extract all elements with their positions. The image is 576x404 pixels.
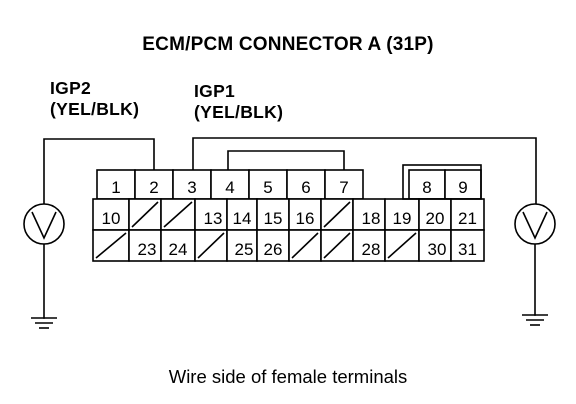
terminal-number: 7 xyxy=(339,178,348,197)
left-voltmeter-v-glyph xyxy=(31,211,57,240)
terminal-number: 8 xyxy=(422,178,431,197)
terminal-cavity xyxy=(248,169,288,200)
unused-terminal-slash xyxy=(323,232,351,259)
unused-terminal-slash xyxy=(291,232,319,259)
right-voltmeter-v-glyph xyxy=(522,211,548,240)
terminal-cavity xyxy=(172,169,212,200)
page-title: ECM/PCM CONNECTOR A (31P) xyxy=(142,34,434,55)
terminal-number: 26 xyxy=(264,240,283,259)
terminal-cavity xyxy=(286,169,326,200)
terminal-number: 18 xyxy=(362,209,381,228)
terminal-cavity xyxy=(288,198,322,231)
connector-housing-step xyxy=(402,164,482,200)
unused-terminal-slash xyxy=(131,201,159,228)
terminal-number: 21 xyxy=(458,209,477,228)
unused-terminal-slash xyxy=(323,201,351,228)
terminal-cavity xyxy=(134,169,174,200)
terminal-number: 24 xyxy=(169,240,188,259)
jumper-wire xyxy=(227,150,345,170)
terminal-number: 5 xyxy=(263,178,272,197)
igp1-label: IGP1 (YEL/BLK) xyxy=(194,81,283,123)
right-voltmeter xyxy=(514,203,556,245)
igp2-signal-name: IGP2 xyxy=(50,78,92,98)
wiring xyxy=(43,137,537,319)
terminal-number: 14 xyxy=(233,209,252,228)
terminal-number: 2 xyxy=(149,178,158,197)
igp2-wire xyxy=(43,138,155,204)
terminal-number: 1 xyxy=(111,178,120,197)
unused-terminal-slash xyxy=(387,232,417,259)
right-ground-symbol xyxy=(522,314,548,326)
terminal-number: 19 xyxy=(393,209,412,228)
unused-terminal-slash xyxy=(197,232,225,259)
terminal-number: 10 xyxy=(102,209,121,228)
terminal-cavity xyxy=(128,229,162,262)
igp1-wire-color: (YEL/BLK) xyxy=(194,102,284,122)
terminal-number: 20 xyxy=(426,209,445,228)
igp1-signal-name: IGP1 xyxy=(194,81,236,101)
terminal-number: 4 xyxy=(225,178,234,197)
terminal-number: 6 xyxy=(301,178,310,197)
terminal-cavity xyxy=(92,198,130,231)
terminal-number: 13 xyxy=(204,209,223,228)
terminal-number: 31 xyxy=(458,240,477,259)
unused-terminal-slash xyxy=(95,232,127,259)
left-ground-symbol xyxy=(31,317,57,329)
terminal-number: 15 xyxy=(264,209,283,228)
terminal-number: 28 xyxy=(362,240,381,259)
igp2-wire-color: (YEL/BLK) xyxy=(50,99,140,119)
terminal-cavity xyxy=(96,169,136,200)
terminal-number: 9 xyxy=(458,178,467,197)
terminal-number: 25 xyxy=(235,240,254,259)
igp1-wire xyxy=(192,137,537,204)
right-voltmeter-circle xyxy=(514,203,556,245)
terminal-number: 30 xyxy=(428,240,447,259)
terminal-cavity xyxy=(194,198,228,231)
terminal-cavity xyxy=(352,229,386,262)
terminal-number: 3 xyxy=(187,178,196,197)
unused-terminal-slash xyxy=(163,201,193,228)
terminal-number: 16 xyxy=(296,209,315,228)
terminal-number: 23 xyxy=(138,240,157,259)
terminal-cavity xyxy=(418,198,452,231)
figure-caption: Wire side of female terminals xyxy=(168,366,408,387)
terminal-cavity xyxy=(450,229,485,262)
left-voltmeter xyxy=(23,203,65,245)
left-voltmeter-circle xyxy=(23,203,65,245)
igp2-label: IGP2 (YEL/BLK) xyxy=(50,78,139,120)
terminal-cavity xyxy=(226,229,258,262)
